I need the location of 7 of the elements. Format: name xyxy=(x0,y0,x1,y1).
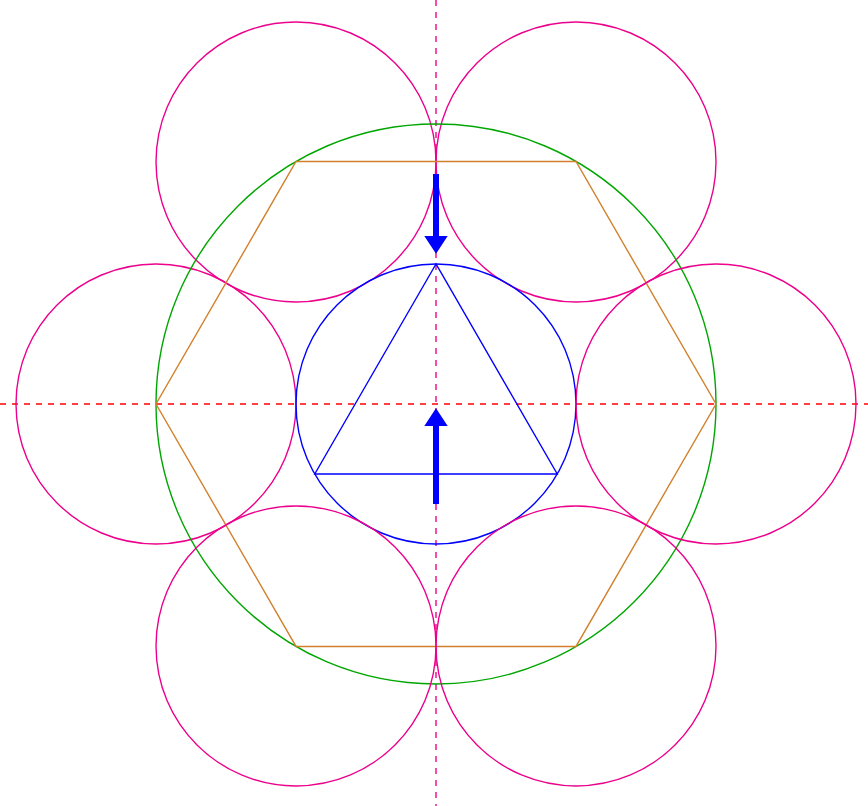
circle xyxy=(435,21,717,303)
circle xyxy=(435,505,717,787)
circle xyxy=(295,263,577,545)
circle xyxy=(155,21,437,303)
circle xyxy=(15,263,297,545)
circle xyxy=(575,263,857,545)
circle xyxy=(155,505,437,787)
